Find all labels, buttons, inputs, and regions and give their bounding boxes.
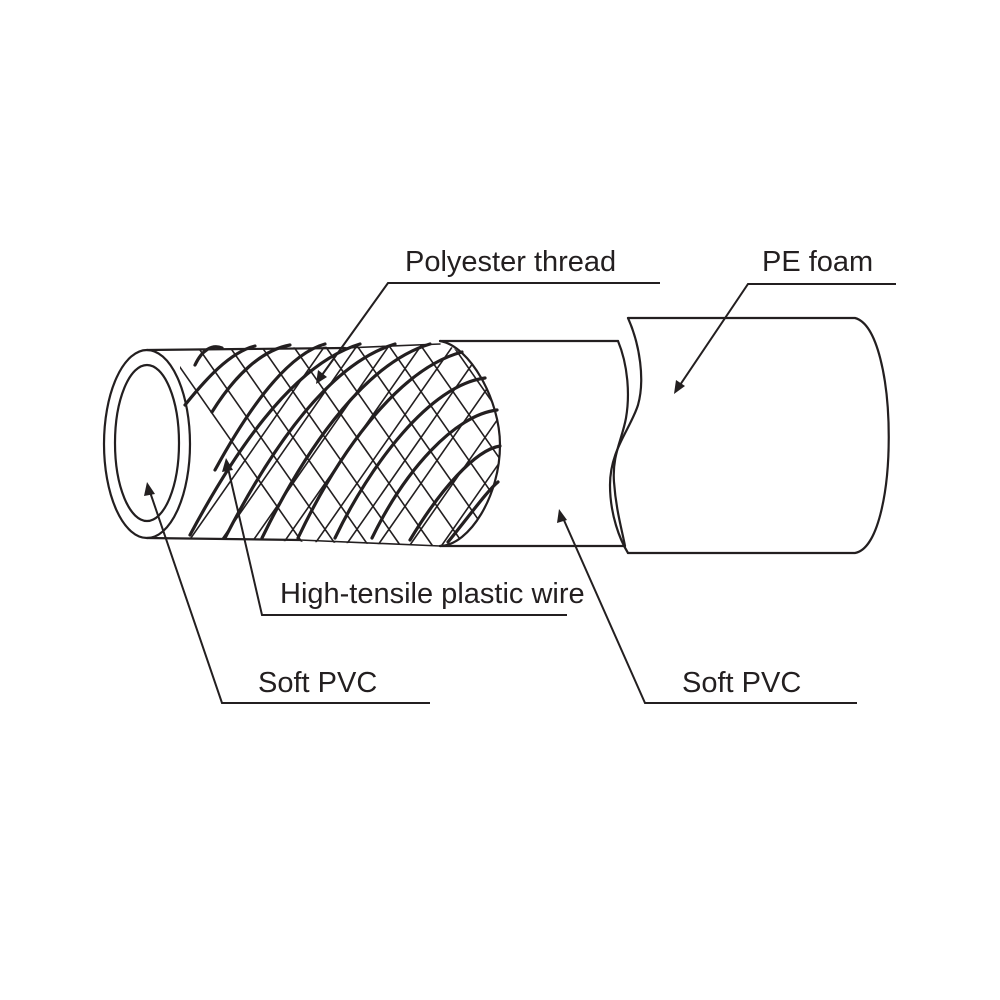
label-high-tensile-wire: High-tensile plastic wire (280, 578, 585, 610)
label-soft-pvc-outer: Soft PVC (682, 667, 801, 699)
inner-soft-pvc-tube (102, 346, 347, 542)
pe-foam-layer (608, 316, 890, 555)
callout-soft-pvc-outer: Soft PVC (557, 509, 857, 704)
callout-soft-pvc-inner: Soft PVC (144, 482, 430, 704)
tube-opening-inner (113, 363, 181, 523)
label-pe-foam: PE foam (762, 246, 873, 278)
tube-opening-outer (102, 348, 192, 540)
label-soft-pvc-inner: Soft PVC (258, 667, 377, 699)
label-polyester-thread: Polyester thread (405, 246, 616, 278)
callout-pe-foam: PE foam (674, 246, 896, 394)
callout-high-tensile-wire: High-tensile plastic wire (222, 458, 585, 616)
callout-polyester-thread: Polyester thread (316, 246, 660, 384)
plastic-wire-spiral (183, 342, 502, 544)
